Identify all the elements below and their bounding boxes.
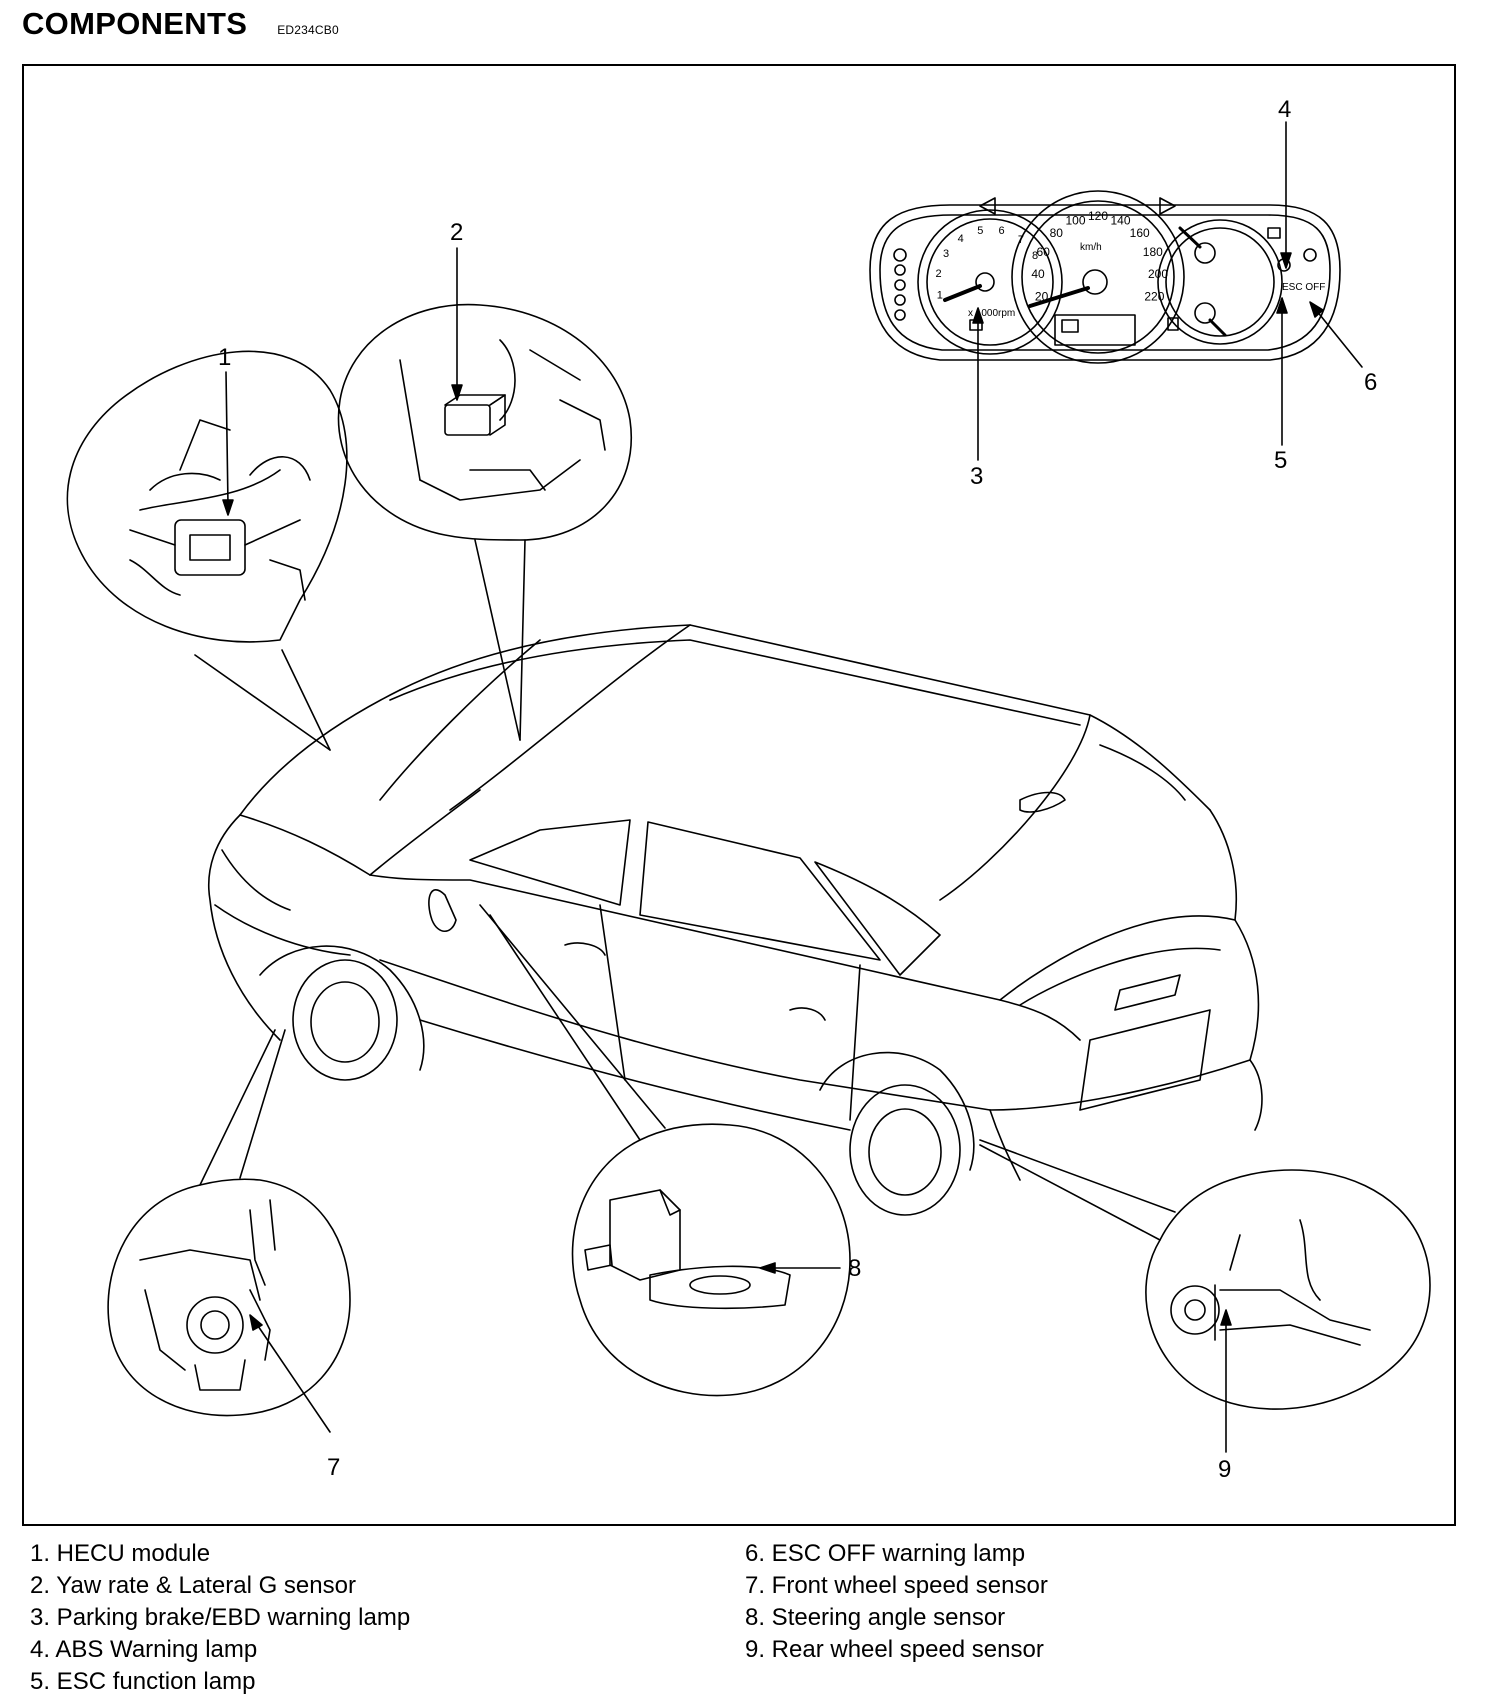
cluster-rpm-unit: x 1000rpm	[968, 308, 1015, 319]
legend-item-5: 5. ESC function lamp	[30, 1668, 256, 1695]
speed-tick-80: 80	[1050, 226, 1064, 240]
vehicle-illustration	[208, 624, 1263, 1216]
legend-item-7: 7. Front wheel speed sensor	[745, 1572, 1048, 1599]
speed-tick-20: 20	[1035, 290, 1049, 304]
callout-8: 8	[848, 1255, 861, 1282]
legend-item-1: 1. HECU module	[30, 1540, 211, 1567]
callout-2: 2	[450, 219, 463, 246]
callout-1: 1	[218, 344, 231, 371]
legend-item-9: 9. Rear wheel speed sensor	[745, 1636, 1044, 1663]
legend-item-3: 3. Parking brake/EBD warning lamp	[30, 1604, 411, 1631]
rpm-tick-4: 4	[958, 233, 964, 245]
tachometer-ticks: 1 234 5 6 78	[936, 225, 1039, 302]
cluster-speed-unit: km/h	[1080, 242, 1102, 253]
callout-7: 7	[327, 1454, 340, 1481]
speed-tick-40: 40	[1031, 267, 1045, 281]
page-header: COMPONENTS ED234CB0	[22, 6, 339, 42]
speed-tick-120: 120	[1088, 209, 1108, 223]
legend-left-column: 1. HECU module 2. Yaw rate & Lateral G s…	[30, 1538, 410, 1698]
speed-tick-60: 60	[1037, 245, 1051, 259]
callout-9: 9	[1218, 1456, 1231, 1483]
page-title: COMPONENTS	[22, 6, 248, 41]
rpm-tick-1: 1	[937, 289, 943, 301]
legend-item-4: 4. ABS Warning lamp	[30, 1636, 258, 1663]
diagram-frame	[22, 64, 1456, 1526]
cluster-esc-off-label: ESC OFF	[1282, 282, 1325, 293]
speed-tick-220: 220	[1144, 290, 1164, 304]
detail-bubble-hecu	[66, 350, 348, 751]
legend-item-8: 8. Steering angle sensor	[745, 1604, 1006, 1631]
rpm-tick-2: 2	[936, 268, 942, 280]
rpm-tick-8: 8	[1032, 250, 1038, 262]
rpm-tick-7: 7	[1018, 234, 1024, 246]
rpm-tick-3: 3	[943, 248, 949, 260]
callout-leaders	[222, 121, 1363, 1453]
callout-4: 4	[1278, 96, 1291, 123]
callout-numbers: 1 2 3 4 5 6 7 8 9	[218, 96, 1377, 1483]
callout-3: 3	[970, 463, 983, 490]
legend-item-2: 2. Yaw rate & Lateral G sensor	[30, 1572, 356, 1599]
detail-bubble-yaw-sensor	[337, 303, 633, 741]
speed-tick-100: 100	[1065, 214, 1085, 228]
detail-bubble-front-wheel-sensor	[107, 1029, 351, 1417]
callout-6: 6	[1364, 369, 1377, 396]
callout-5: 5	[1274, 447, 1287, 474]
rpm-tick-5: 5	[977, 225, 983, 237]
rpm-tick-6: 6	[999, 225, 1005, 237]
speed-tick-200: 200	[1148, 267, 1168, 281]
document-code: ED234CB0	[277, 23, 339, 37]
detail-bubble-rear-wheel-sensor	[979, 1139, 1431, 1410]
legend-right-column: 6. ESC OFF warning lamp 7. Front wheel s…	[745, 1538, 1048, 1666]
legend-item-6: 6. ESC OFF warning lamp	[745, 1540, 1026, 1567]
speed-tick-180: 180	[1143, 245, 1163, 259]
speed-tick-160: 160	[1130, 226, 1150, 240]
speed-tick-140: 140	[1110, 214, 1130, 228]
detail-bubble-steering-sensor	[479, 904, 851, 1397]
